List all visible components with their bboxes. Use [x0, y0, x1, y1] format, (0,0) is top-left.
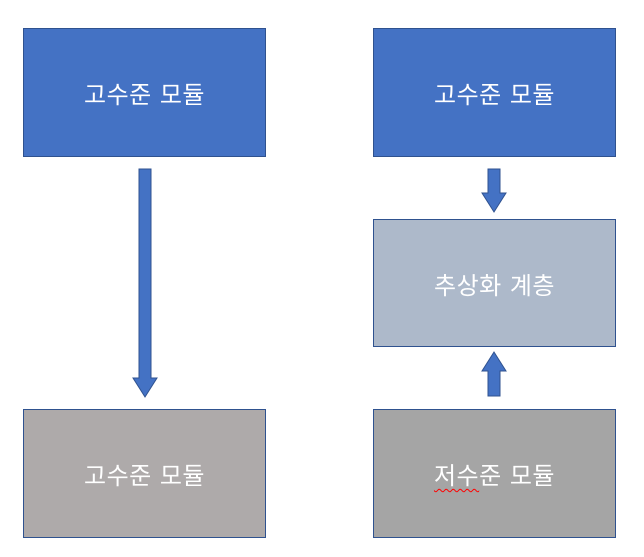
left-high-level-module-box: 고수준 모듈 — [23, 28, 266, 157]
low-level-module-box: 저수준 모듈 — [373, 409, 616, 538]
right-up-arrow — [481, 351, 507, 397]
right-high-level-module-box: 고수준 모듈 — [373, 28, 616, 157]
left-bottom-module-box: 고수준 모듈 — [23, 409, 266, 538]
abstraction-layer-box: 추상화 계층 — [373, 219, 616, 347]
abstraction-layer-label: 추상화 계층 — [433, 271, 556, 300]
left-high-level-module-label: 고수준 모듈 — [83, 81, 206, 109]
left-down-arrow — [132, 168, 158, 398]
left-bottom-module-label: 고수준 모듈 — [83, 462, 206, 490]
right-high-level-module-label: 고수준 모듈 — [433, 81, 556, 109]
right-down-arrow — [481, 168, 507, 213]
low-level-module-label-rest: 준 모듈 — [479, 462, 556, 490]
spellcheck-underlined-text: 저수 — [433, 462, 480, 490]
low-level-module-label: 저수준 모듈 — [434, 456, 555, 491]
